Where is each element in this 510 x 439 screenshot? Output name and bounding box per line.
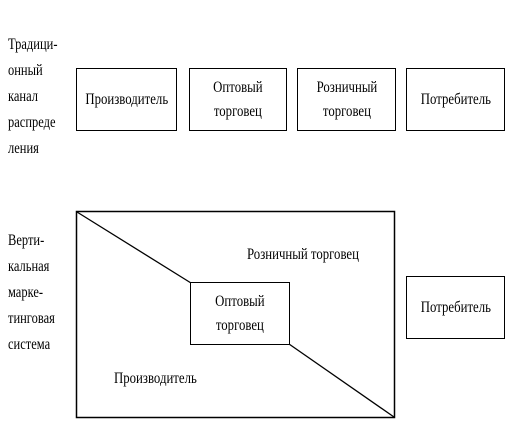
consumer-box-text: Потребитель	[420, 88, 490, 112]
traditional-channel-label: Традици- онный канал распреде ления	[8, 32, 57, 162]
diagonal-lower-segment	[288, 343, 395, 418]
wholesaler-box-text: Оптовый торговец	[213, 76, 262, 124]
producer-label: Производитель	[85, 90, 168, 108]
vertical-label-line: тинговая	[8, 310, 55, 327]
vertical-consumer-label: Потребитель	[420, 298, 491, 316]
vertical-wholesaler-line: торговец	[215, 316, 265, 334]
vertical-system-label: Верти- кальная марке- тинговая система	[8, 228, 55, 358]
diagonal-upper-segment	[76, 211, 192, 284]
vertical-producer-text: Производитель	[114, 370, 197, 387]
vertical-label-line: система	[8, 336, 51, 353]
vertical-label-line: кальная	[8, 258, 50, 275]
wholesaler-box: Оптовый торговец	[189, 68, 287, 131]
traditional-label-line: онный	[8, 62, 43, 79]
wholesaler-label-line: торговец	[213, 102, 263, 120]
vertical-label-line: Верти-	[8, 232, 45, 249]
consumer-box: Потребитель	[406, 68, 505, 131]
vertical-label-line: марке-	[8, 284, 44, 301]
producer-box-text: Производитель	[85, 88, 168, 112]
vertical-wholesaler-box: Оптовый торговец	[190, 282, 290, 345]
consumer-label: Потребитель	[420, 90, 491, 108]
wholesaler-label-line: Оптовый	[213, 78, 263, 96]
vertical-system-outer-box	[75, 210, 396, 419]
traditional-label-line: распреде	[8, 114, 56, 131]
vertical-consumer-box: Потребитель	[406, 276, 505, 339]
vertical-retailer-text: Розничный торговец	[247, 246, 359, 263]
producer-box: Производитель	[76, 68, 177, 131]
vertical-consumer-text: Потребитель	[420, 296, 490, 320]
retailer-box: Розничный торговец	[297, 68, 396, 131]
vertical-wholesaler-line: Оптовый	[215, 292, 265, 310]
retailer-box-text: Розничный торговец	[316, 76, 377, 124]
traditional-label-line: канал	[8, 88, 38, 105]
retailer-label-line: торговец	[322, 102, 371, 120]
traditional-label-line: ления	[8, 140, 39, 157]
traditional-label-line: Традици-	[8, 36, 58, 53]
retailer-label-line: Розничный	[316, 78, 377, 96]
vertical-wholesaler-text: Оптовый торговец	[215, 290, 264, 338]
